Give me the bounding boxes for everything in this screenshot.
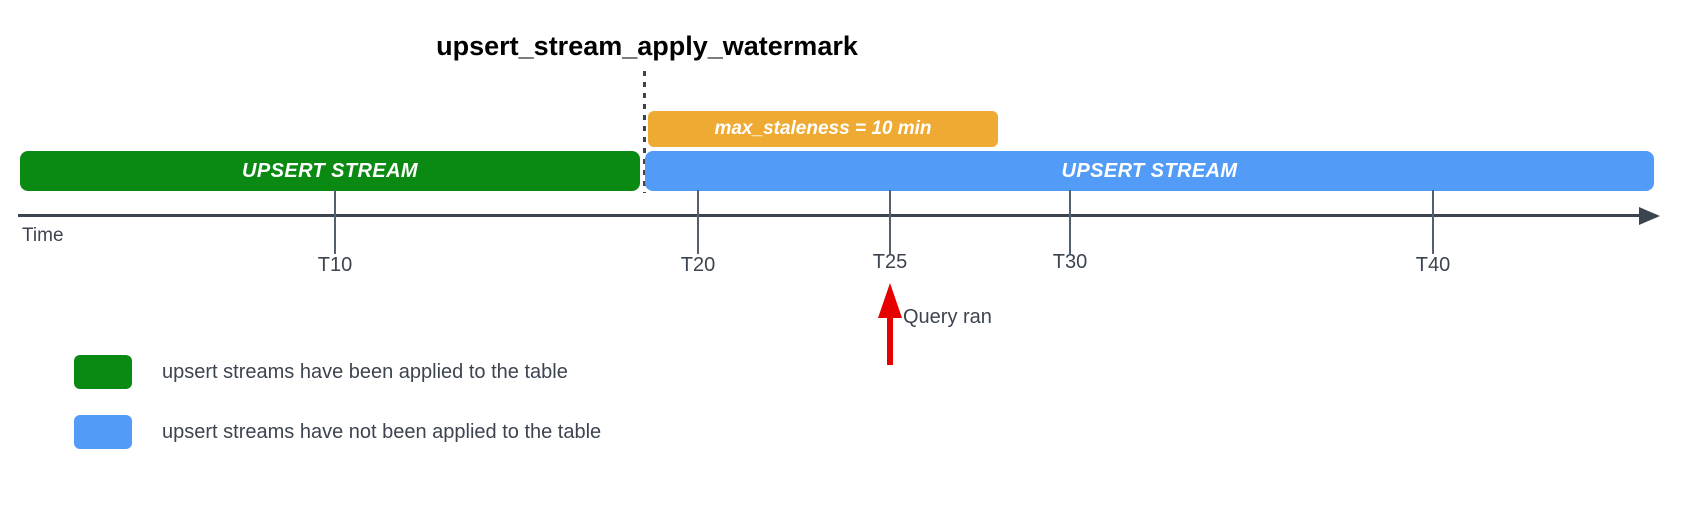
axis-tick-t25	[889, 190, 891, 254]
legend-item-not-applied: upsert streams have not been applied to …	[74, 414, 601, 450]
time-axis-caption: Time	[22, 225, 64, 246]
axis-tick-label-t40: T40	[1415, 254, 1451, 276]
time-axis-arrow-icon	[1639, 207, 1660, 225]
upsert-stream-applied-bar: UPSERT STREAM	[20, 151, 640, 191]
legend: upsert streams have been applied to the …	[74, 354, 601, 474]
upsert-stream-pending-bar: UPSERT STREAM	[645, 151, 1654, 191]
upsert-stream-pending-label: UPSERT STREAM	[1061, 159, 1238, 182]
diagram-title: upsert_stream_apply_watermark	[436, 31, 858, 61]
legend-swatch-not-applied	[74, 415, 132, 449]
watermark-dotted-line-icon	[643, 71, 646, 193]
axis-tick-t10	[334, 190, 336, 254]
time-axis-line	[18, 214, 1645, 217]
legend-item-applied: upsert streams have been applied to the …	[74, 354, 601, 390]
max-staleness-bar: max_staleness = 10 min	[648, 111, 998, 147]
axis-tick-label-t30: T30	[1052, 251, 1088, 273]
legend-swatch-applied	[74, 355, 132, 389]
axis-tick-t20	[697, 190, 699, 254]
query-ran-arrow-shaft	[887, 317, 893, 365]
upsert-stream-applied-label: UPSERT STREAM	[242, 159, 418, 182]
axis-tick-label-t25: T25	[872, 251, 908, 273]
axis-tick-label-t10: T10	[317, 254, 353, 276]
max-staleness-label: max_staleness = 10 min	[714, 118, 932, 139]
legend-label-applied: upsert streams have been applied to the …	[162, 360, 568, 383]
axis-tick-label-t20: T20	[680, 254, 716, 276]
query-ran-arrow-icon	[878, 283, 902, 318]
query-ran-label: Query ran	[903, 306, 992, 328]
axis-tick-t40	[1432, 190, 1434, 254]
axis-tick-t30	[1069, 190, 1071, 254]
legend-label-not-applied: upsert streams have not been applied to …	[162, 420, 602, 443]
